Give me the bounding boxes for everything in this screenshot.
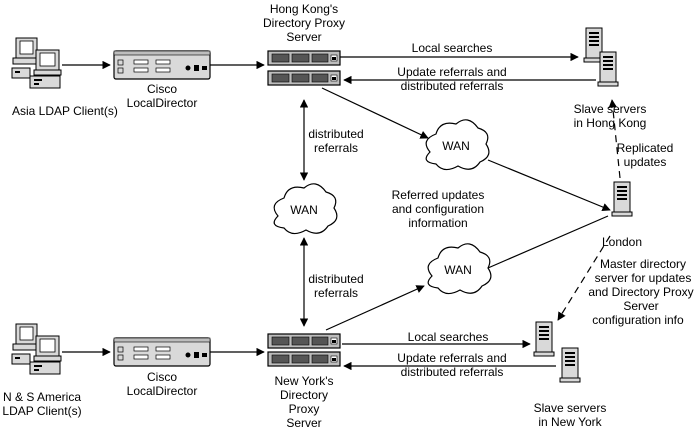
asia-client-label: Asia LDAP Client(s) <box>12 104 118 118</box>
referred-updates-label-2: and configuration <box>392 202 484 216</box>
hk-proxy-label-2: Directory Proxy <box>263 16 345 30</box>
london-server-icon <box>611 181 633 217</box>
update-referrals-bottom-label-1: Update referrals and <box>397 351 506 365</box>
master-label-2: server for updates <box>595 271 692 285</box>
wan-left-label: WAN <box>290 203 318 217</box>
arrow-hk-to-wan <box>321 87 429 139</box>
asia-client-icon <box>11 37 62 89</box>
update-referrals-bottom-label-2: distributed referrals <box>401 365 504 379</box>
master-label-4: Server <box>623 299 658 313</box>
arrow-replicated-ny <box>557 235 611 321</box>
local-searches-bottom-label: Local searches <box>408 330 489 344</box>
line-wan-to-london <box>487 215 609 269</box>
slave-hk-server-2-icon <box>597 51 619 87</box>
wan-top-label: WAN <box>442 139 470 153</box>
slave-hk-label-1: Slave servers <box>574 102 647 116</box>
distributed-referrals-top-label-1: distributed <box>308 127 363 141</box>
london-label: London <box>602 235 642 249</box>
cisco-top-label-1: Cisco <box>147 82 177 96</box>
cisco-top-label-2: LocalDirector <box>127 96 198 110</box>
master-label-1: Master directory <box>600 257 686 271</box>
ny-proxy-label-3: Proxy <box>289 402 320 416</box>
slave-ny-server-2-icon <box>559 347 581 383</box>
replicated-updates-label-2: updates <box>624 155 667 169</box>
slave-ny-server-1-icon <box>533 321 555 357</box>
update-referrals-top-label-1: Update referrals and <box>397 65 506 79</box>
hk-proxy-unit-1-icon <box>267 50 341 66</box>
hk-proxy-label-3: Server <box>286 30 321 44</box>
ny-proxy-unit-2-icon <box>267 351 341 367</box>
arrow-wan-to-london <box>487 159 611 212</box>
master-label-3: and Directory Proxy <box>588 285 693 299</box>
distributed-referrals-top-label-2: referrals <box>314 141 358 155</box>
arrow-replicated-hk <box>608 99 621 179</box>
ny-proxy-label-1: New York's <box>275 374 334 388</box>
slave-hk-label-2: in Hong Kong <box>574 116 647 130</box>
cisco-localdirector-top-icon <box>113 50 211 80</box>
cisco-bottom-label-1: Cisco <box>147 370 177 384</box>
namerica-client-icon <box>11 323 62 375</box>
namerica-client-label-2: LDAP Client(s) <box>2 404 81 418</box>
distributed-referrals-bottom-label-1: distributed <box>308 272 363 286</box>
hk-proxy-unit-2-icon <box>267 70 341 86</box>
ny-proxy-label-2: Directory <box>280 388 328 402</box>
cisco-bottom-label-2: LocalDirector <box>127 384 198 398</box>
local-searches-top-label: Local searches <box>412 41 493 55</box>
referred-updates-label-1: Referred updates <box>392 188 485 202</box>
update-referrals-top-label-2: distributed referrals <box>401 79 504 93</box>
namerica-client-label-1: N & S America <box>3 390 81 404</box>
referred-updates-label-3: information <box>408 216 467 230</box>
distributed-referrals-bottom-label-2: referrals <box>314 286 358 300</box>
wan-bottom-label: WAN <box>444 263 472 277</box>
hk-proxy-label-1: Hong Kong's <box>270 2 338 16</box>
arrow-ny-to-wan <box>325 285 425 331</box>
ny-proxy-unit-1-icon <box>267 333 341 349</box>
master-label-5: configuration info <box>592 313 684 327</box>
slave-ny-label-1: Slave servers <box>534 401 607 415</box>
cisco-localdirector-bottom-icon <box>113 337 211 367</box>
replicated-updates-label-1: Replicated <box>617 141 674 155</box>
slave-ny-label-2: in New York <box>538 415 602 429</box>
ny-proxy-label-4: Server <box>286 416 321 430</box>
